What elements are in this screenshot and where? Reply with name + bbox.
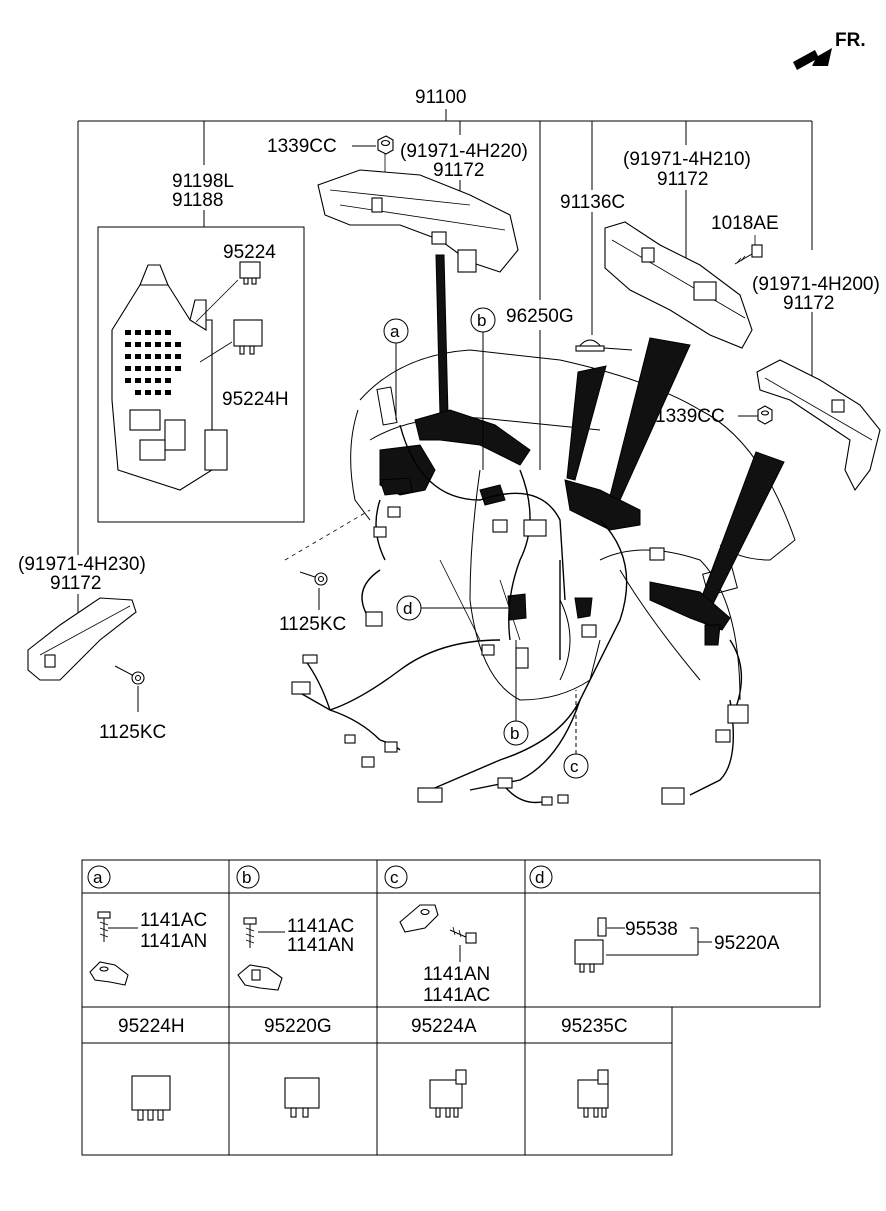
connectors bbox=[291, 506, 749, 806]
detail-cell-b: b 1141AC 1141AN bbox=[236, 865, 354, 991]
relay-large-icon bbox=[233, 319, 263, 355]
svg-text:c: c bbox=[570, 757, 579, 776]
part-91172-a: 91172 bbox=[433, 160, 484, 181]
detail-cell-a: a 1141AC 1141AN bbox=[87, 865, 207, 986]
clip-icon bbox=[575, 339, 633, 352]
harness-bundles bbox=[379, 254, 785, 646]
bolt-1125kc-mid-icon bbox=[299, 571, 328, 586]
callout-b-main-bottom: b bbox=[503, 640, 529, 746]
svg-text:b: b bbox=[242, 868, 251, 887]
left-harness-bracket-icon bbox=[27, 597, 137, 681]
screw-b-icon bbox=[243, 917, 257, 948]
callout-a-main: a bbox=[383, 318, 409, 420]
part-91971-4h200: (91971-4H200) bbox=[752, 274, 880, 295]
detail-cell-95220g: 95220G bbox=[264, 1016, 332, 1118]
dashboard-outline bbox=[350, 349, 796, 701]
part-91172-b: 91172 bbox=[657, 169, 708, 190]
part-91971-4h210: (91971-4H210) bbox=[623, 149, 751, 170]
detail-cell-95224h: 95224H bbox=[118, 1016, 185, 1121]
junction-box-frame bbox=[97, 226, 305, 523]
part-91971-4h220: (91971-4H220) bbox=[400, 141, 528, 162]
detail-cell-95235c: 95235C bbox=[561, 1016, 628, 1118]
detail-cell-c: c 1141AN 1141AC bbox=[384, 865, 490, 1006]
svg-text:d: d bbox=[535, 868, 544, 887]
svg-text:1141AN: 1141AN bbox=[140, 931, 207, 952]
svg-text:c: c bbox=[390, 868, 399, 887]
relay-d-icon bbox=[574, 939, 604, 973]
detail-table bbox=[81, 859, 821, 1156]
svg-text:95220A: 95220A bbox=[714, 933, 780, 954]
part-91172-d: 91172 bbox=[50, 573, 101, 594]
relay-small-icon bbox=[239, 261, 261, 285]
svg-text:1141AN: 1141AN bbox=[423, 964, 490, 985]
relay-bracket-d-icon bbox=[597, 917, 607, 937]
part-96250g: 96250G bbox=[506, 306, 574, 327]
part-91172-c: 91172 bbox=[783, 293, 834, 314]
svg-text:95220G: 95220G bbox=[264, 1016, 332, 1037]
wiring-harness-lines bbox=[294, 424, 743, 804]
part-95224: 95224 bbox=[223, 242, 276, 263]
nut-right-icon bbox=[757, 405, 773, 425]
svg-text:d: d bbox=[403, 599, 412, 618]
part-91198l: 91198L bbox=[172, 171, 234, 192]
part-91136c: 91136C bbox=[560, 192, 625, 213]
upper-harness-bracket-icon bbox=[317, 169, 519, 273]
part-1018ae: 1018AE bbox=[711, 213, 779, 234]
part-91971-4h230: (91971-4H230) bbox=[18, 554, 146, 575]
svg-text:1141AC: 1141AC bbox=[140, 910, 207, 931]
front-direction-indicator: FR. bbox=[793, 30, 866, 70]
svg-text:95224H: 95224H bbox=[118, 1016, 185, 1037]
relay-95235c-icon bbox=[577, 1069, 609, 1118]
relay-95224a-icon bbox=[429, 1069, 467, 1118]
part-1339cc-right: 1339CC bbox=[655, 406, 725, 427]
part-1339cc-top: 1339CC bbox=[267, 136, 337, 157]
svg-text:1141AN: 1141AN bbox=[287, 935, 354, 956]
part-91188: 91188 bbox=[172, 190, 223, 211]
bracket-c-icon bbox=[399, 904, 439, 933]
part-1125kc-left: 1125KC bbox=[99, 722, 166, 743]
svg-text:95235C: 95235C bbox=[561, 1016, 628, 1037]
screw-a-icon bbox=[97, 911, 111, 942]
center-harness-bracket-icon bbox=[604, 221, 753, 349]
svg-text:a: a bbox=[93, 868, 103, 887]
right-harness-bracket-icon bbox=[756, 359, 881, 492]
svg-text:1141AC: 1141AC bbox=[423, 985, 490, 1006]
front-label: FR. bbox=[835, 30, 866, 51]
svg-text:b: b bbox=[477, 311, 486, 330]
detail-cell-95224a: 95224A bbox=[411, 1016, 477, 1118]
bolt-icon bbox=[734, 244, 763, 265]
relay-95220g-icon bbox=[284, 1077, 320, 1118]
callout-d-main: d bbox=[396, 595, 510, 621]
callout-b-main-top: b bbox=[470, 307, 496, 470]
relay-95224h-icon bbox=[131, 1075, 171, 1121]
svg-text:1141AC: 1141AC bbox=[287, 916, 354, 937]
svg-text:95224A: 95224A bbox=[411, 1016, 477, 1037]
part-95224h: 95224H bbox=[222, 389, 289, 410]
junction-box-icon bbox=[111, 264, 228, 491]
clip-b-icon bbox=[237, 964, 283, 991]
part-1125kc-mid: 1125KC bbox=[279, 614, 346, 635]
main-part-number: 91100 bbox=[415, 87, 466, 108]
svg-text:a: a bbox=[390, 322, 400, 341]
detail-cell-d: d 95538 95220A bbox=[529, 865, 780, 973]
screw-c-icon bbox=[449, 926, 477, 944]
front-arrow-icon bbox=[793, 48, 832, 70]
svg-text:95538: 95538 bbox=[625, 919, 678, 940]
svg-text:b: b bbox=[510, 724, 519, 743]
bracket-a-icon bbox=[89, 961, 129, 986]
bolt-1125kc-left-icon bbox=[114, 665, 145, 685]
callout-c-main: c bbox=[563, 690, 589, 779]
